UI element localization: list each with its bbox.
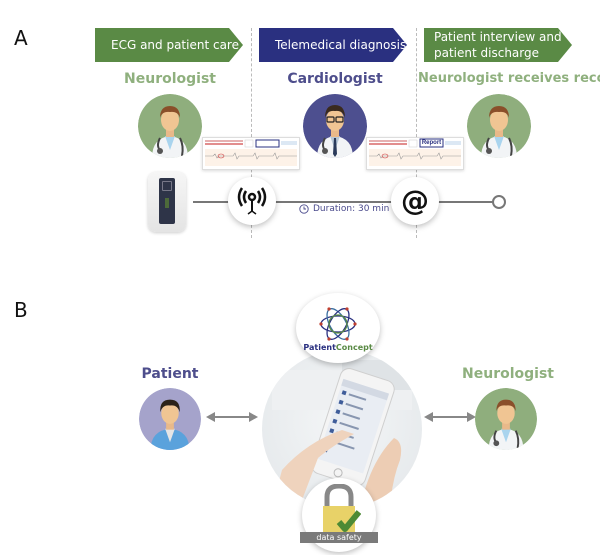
bidirectional-arrow-icon xyxy=(206,412,258,422)
duration-text: Duration: 30 min xyxy=(313,204,390,214)
patientconcept-logo: PatientConcept xyxy=(296,293,380,363)
stage-telemedical-diagnosis: Telemedical diagnosis xyxy=(259,28,407,62)
smartphone-hand-illustration xyxy=(272,360,422,508)
ecg-waveform-icon xyxy=(203,138,299,169)
bidirectional-arrow-icon xyxy=(424,412,476,422)
doctor-glasses-icon xyxy=(303,94,367,158)
role-title-neurologist-receives: Neurologist receives records xyxy=(418,71,600,86)
logo-part-concept: Concept xyxy=(335,343,373,352)
stage-patient-discharge: Patient interview and patient discharge xyxy=(424,28,572,62)
neurologist-receives-avatar xyxy=(467,94,531,158)
ecg-strip xyxy=(202,137,300,170)
panel-b-label: B xyxy=(14,298,28,322)
neurologist-title: Neurologist xyxy=(462,366,554,382)
at-sign-icon: @ xyxy=(401,184,429,217)
stage-label-line2: patient discharge xyxy=(434,46,539,60)
device-indicator xyxy=(165,198,169,208)
timeline-line xyxy=(193,201,493,203)
patient-title: Patient xyxy=(141,366,199,382)
neurologist-avatar xyxy=(138,94,202,158)
device-screen xyxy=(162,181,172,191)
patient-icon xyxy=(139,388,201,450)
cardiologist-avatar xyxy=(303,94,367,158)
email-node: @ xyxy=(391,177,439,225)
patient-avatar xyxy=(139,388,201,450)
stage-label-line1: Patient interview and xyxy=(434,29,562,44)
role-title-neurologist: Neurologist xyxy=(124,71,216,87)
doctor-icon xyxy=(475,388,537,450)
role-title-cardiologist: Cardiologist xyxy=(287,71,383,87)
timeline-end-marker xyxy=(492,195,506,209)
separator-line xyxy=(251,28,252,238)
doctor-icon xyxy=(138,94,202,158)
patientconcept-wordmark: PatientConcept xyxy=(303,343,372,352)
neurologist-avatar-b xyxy=(475,388,537,450)
panel-a-label: A xyxy=(14,26,28,50)
stage-label: ECG and patient care xyxy=(111,37,239,52)
separator-line xyxy=(416,28,417,238)
wireless-antenna-icon xyxy=(237,187,267,215)
logo-part-patient: Patient xyxy=(303,343,336,352)
ecg-strip-report: Report xyxy=(366,137,464,170)
ecg-waveform-icon xyxy=(367,138,463,169)
wireless-node xyxy=(228,177,276,225)
duration-label: Duration: 30 min xyxy=(299,204,389,214)
ecg-recorder-device xyxy=(148,172,186,232)
report-label: Report xyxy=(421,140,442,146)
stage-label: Telemedical diagnosis xyxy=(275,37,407,52)
clock-icon xyxy=(299,204,309,214)
stage-ecg-patient-care: ECG and patient care xyxy=(95,28,243,62)
doctor-icon xyxy=(467,94,531,158)
patientconcept-logo-icon xyxy=(319,307,357,341)
data-safety-label: data safety xyxy=(300,532,378,543)
padlock-check-icon xyxy=(323,484,361,532)
